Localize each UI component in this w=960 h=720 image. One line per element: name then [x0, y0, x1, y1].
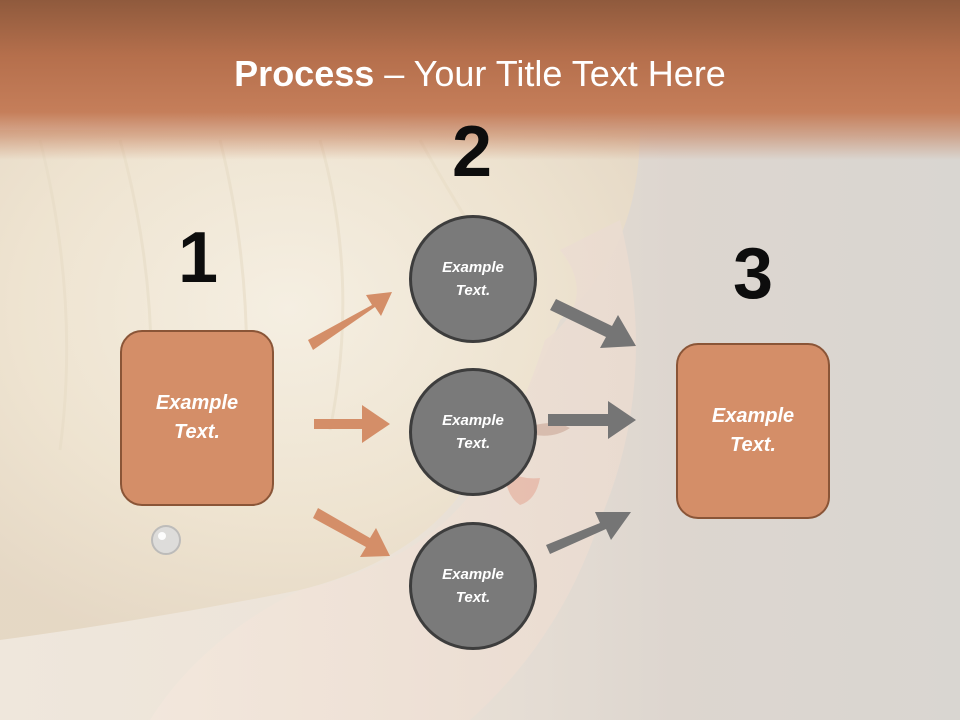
step-2-circle-1: Example Text. — [409, 215, 537, 343]
title-bold: Process — [234, 53, 375, 94]
step-3-box: Example Text. — [676, 343, 830, 519]
slide-title: Process – Your Title Text Here — [0, 52, 960, 96]
step-1-text: Example Text. — [155, 392, 239, 443]
step-2-circle-3: Example Text. — [409, 522, 537, 650]
arrow-2b-to-3 — [548, 401, 636, 439]
step-2-number: 2 — [451, 112, 493, 192]
title-rest: – Your Title Text Here — [374, 53, 726, 94]
arrow-1-to-2c — [313, 508, 390, 557]
step-3-text: Example Text. — [711, 405, 795, 456]
arrow-2c-to-3 — [546, 512, 631, 554]
step-1-number: 1 — [177, 218, 219, 298]
step-2-circle-2: Example Text. — [409, 368, 537, 496]
title-bar — [0, 0, 960, 160]
arrow-1-to-2b — [314, 405, 390, 443]
arrow-1-to-2a — [308, 292, 392, 350]
step-2-circle-3-text: Example Text. — [442, 566, 504, 606]
arrow-2a-to-3 — [550, 299, 636, 348]
step-2-circle-2-text: Example Text. — [442, 412, 504, 452]
step-3-number: 3 — [732, 234, 774, 314]
step-1-box: Example Text. — [120, 330, 274, 506]
step-2-circle-1-text: Example Text. — [442, 259, 504, 299]
